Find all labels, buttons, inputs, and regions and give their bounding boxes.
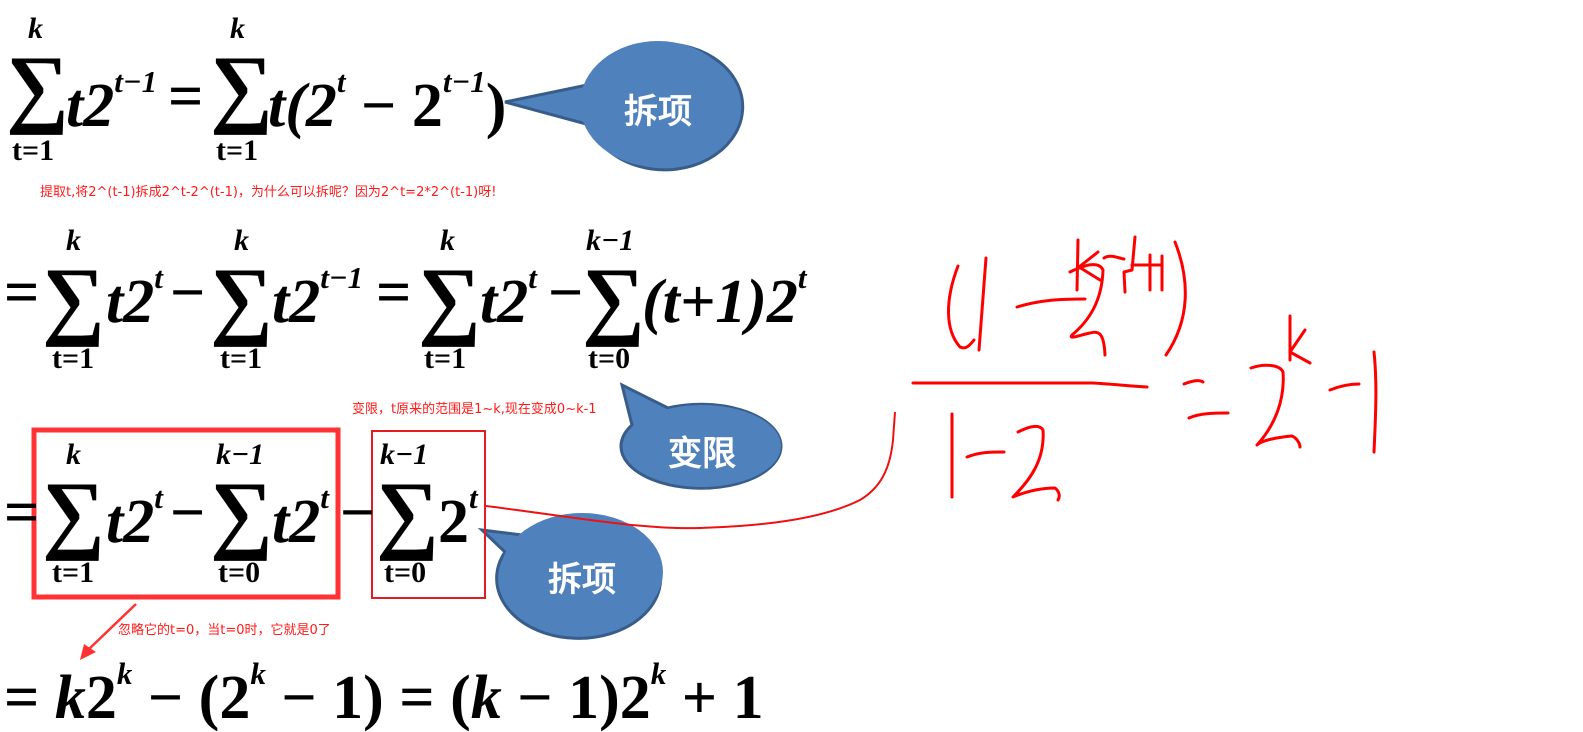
bubble-label-split: 拆项: [624, 92, 692, 132]
equation-line-4: = k2k − (2k − 1) = (k − 1)2k + 1: [4, 658, 764, 729]
equals-sign: =: [168, 63, 204, 131]
term-text: k: [470, 664, 502, 732]
exponent: t: [336, 64, 346, 99]
term-text: + 1: [666, 664, 764, 732]
speech-bubble-2: [619, 382, 783, 490]
sum-upper-limit: k: [66, 438, 81, 471]
term-text: t2: [66, 72, 115, 141]
exponent: t: [154, 480, 163, 515]
term-text: − 2: [345, 72, 443, 141]
term-text: t2: [272, 488, 321, 557]
sum-upper-limit: k−1: [586, 224, 635, 257]
sigma-symbol: ∑: [376, 465, 439, 562]
sigma-symbol: ∑: [210, 465, 273, 562]
bubble-label-change-limits: 变限: [668, 434, 736, 474]
sum-term: 2t: [438, 482, 478, 553]
exponent: t: [154, 260, 163, 295]
exponent: t−1: [320, 260, 364, 295]
equals-sign: =: [4, 479, 40, 547]
note-ignore-t0: 忽略它的t=0，当t=0时，它就是0了: [118, 623, 331, 638]
sum-upper-limit: k: [230, 12, 245, 45]
sigma-symbol: ∑: [210, 39, 273, 136]
term-text: − 1)2: [501, 664, 651, 732]
sum-upper-limit: k−1: [380, 438, 429, 471]
term-text: − 1) = (: [265, 664, 471, 732]
term-text: t2: [480, 268, 529, 337]
exponent: t: [469, 480, 478, 515]
sum-upper-limit: k: [440, 224, 455, 257]
sigma-symbol: ∑: [210, 251, 273, 348]
sum-term: (t+1)2t: [642, 262, 806, 333]
sum-lower-limit: t=0: [384, 556, 427, 589]
sigma-symbol: ∑: [42, 465, 105, 562]
sum-lower-limit: t=1: [220, 342, 263, 375]
exponent: k: [650, 656, 667, 691]
minus-sign: −: [170, 259, 206, 327]
term-text: 2: [438, 488, 469, 557]
highlight-box-small: [371, 430, 486, 599]
term-text: ): [485, 72, 507, 141]
term-text: 2: [85, 664, 117, 732]
sum-term: t2t: [106, 262, 163, 333]
sigma-symbol: ∑: [418, 251, 481, 348]
term-text: t2: [106, 488, 155, 557]
exponent: t−1: [114, 64, 158, 99]
handwritten-formula: [911, 235, 1378, 502]
sum-term: t2t: [106, 482, 163, 553]
sum-upper-limit: k−1: [216, 438, 265, 471]
sum-lower-limit: t=1: [12, 134, 55, 167]
note-split-term: 提取t,将2^(t-1)拆成2^t-2^(t-1)，为什么可以拆呢？因为2^t=…: [40, 185, 497, 200]
sum-lower-limit: t=1: [52, 556, 95, 589]
speech-bubble-1: [504, 41, 745, 172]
connector-curve: [485, 411, 896, 530]
exponent: k: [116, 656, 133, 691]
exponent: t: [528, 260, 537, 295]
sum-upper-limit: k: [234, 224, 249, 257]
note-change-limits: 变限，t原来的范围是1~k,现在变成0~k-1: [352, 402, 597, 417]
exponent: t: [320, 480, 329, 515]
exponent: t: [797, 260, 807, 295]
speech-bubble-3: [477, 513, 663, 640]
arrow-annotation: [80, 603, 137, 660]
term-text: (t+1)2: [642, 268, 798, 337]
sigma-symbol: ∑: [42, 251, 105, 348]
bubble-label-split-2: 拆项: [548, 560, 616, 600]
term-text: − (2: [132, 664, 251, 732]
sigma-symbol: ∑: [6, 39, 69, 136]
minus-sign: −: [170, 479, 206, 547]
equals-sign: =: [376, 259, 412, 327]
sum-lower-limit: t=0: [588, 342, 631, 375]
equals-sign: =: [4, 259, 40, 327]
sum-term: t2t−1: [272, 262, 363, 333]
sum-lower-limit: t=1: [216, 134, 259, 167]
sum-term: t2t−1: [66, 66, 157, 137]
minus-sign: −: [340, 479, 376, 547]
sum-lower-limit: t=0: [218, 556, 261, 589]
sum-upper-limit: k: [66, 224, 81, 257]
sigma-symbol: ∑: [582, 251, 645, 348]
term-text: t2: [106, 268, 155, 337]
sum-term: t(2t − 2t−1): [268, 66, 506, 137]
sum-upper-limit: k: [28, 12, 43, 45]
minus-sign: −: [548, 259, 584, 327]
equals-sign: =: [4, 664, 55, 732]
sum-lower-limit: t=1: [424, 342, 467, 375]
sum-lower-limit: t=1: [52, 342, 95, 375]
term-text: k: [54, 664, 86, 732]
term-text: t2: [272, 268, 321, 337]
exponent: t−1: [442, 64, 486, 99]
exponent: k: [250, 656, 266, 691]
sum-term: t2t: [272, 482, 329, 553]
highlight-box-large: [31, 427, 341, 600]
term-text: t(2: [268, 72, 337, 141]
sum-term: t2t: [480, 262, 537, 333]
